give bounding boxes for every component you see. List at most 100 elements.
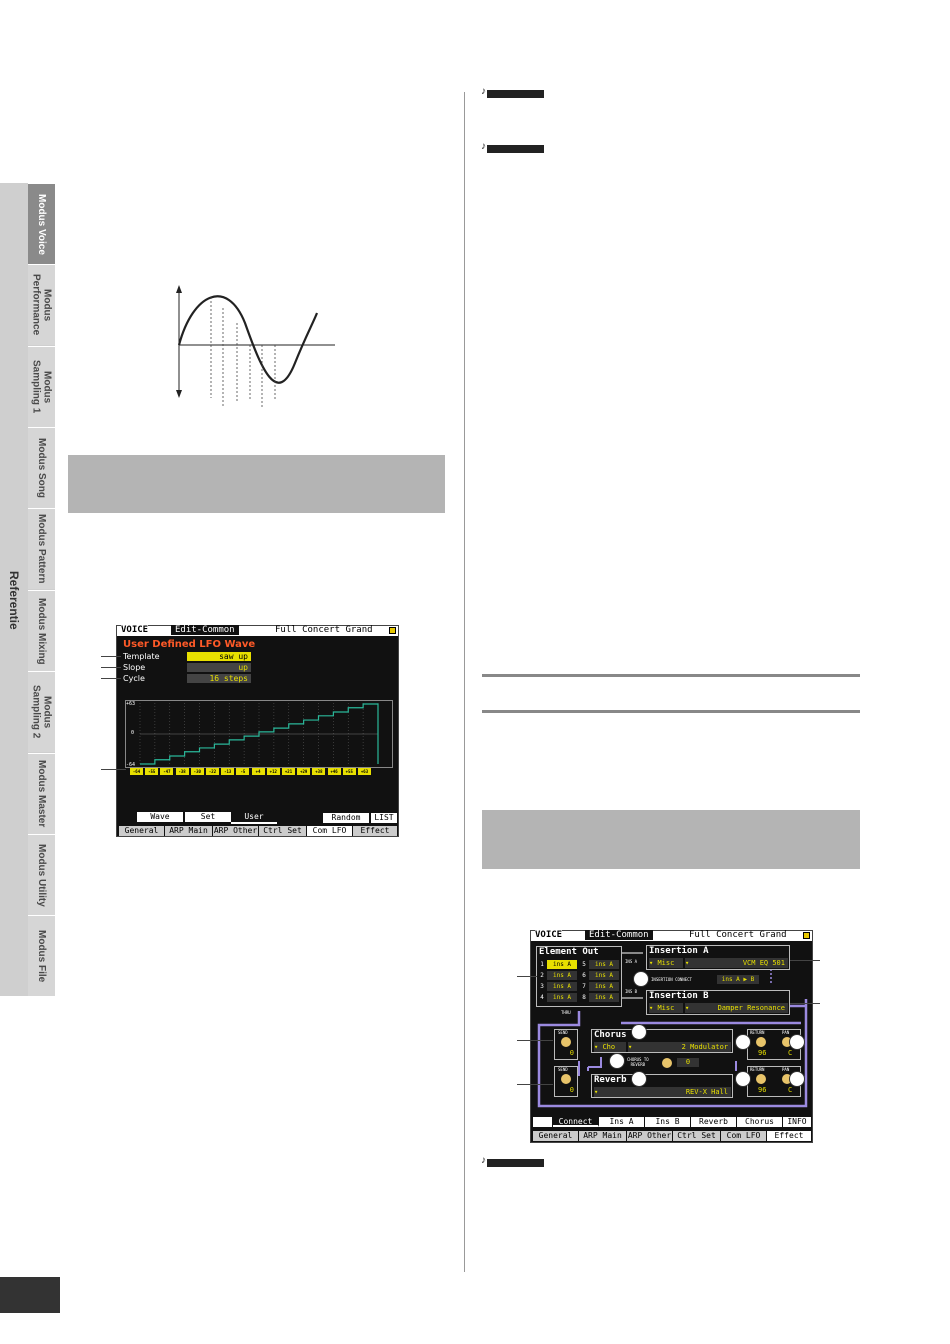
lfo-step-value[interactable]: -30 [190, 768, 204, 775]
lfo-step-value[interactable]: -5 [236, 768, 250, 775]
insertion-b-panel[interactable]: Insertion B ▾ Misc ▾ Damper Resonance [646, 990, 790, 1015]
bottom-tab[interactable]: ARP Main [579, 1131, 627, 1141]
reverb-type[interactable]: ▾ REV-X Hall [594, 1087, 731, 1097]
bottom-tab[interactable]: General [533, 1131, 579, 1141]
mode-tab[interactable]: Modus Master [28, 753, 55, 834]
bottom-tab[interactable]: ARP Main [165, 826, 213, 836]
mode-tab[interactable]: Modus Pattern [28, 508, 55, 589]
knob-icon [782, 1074, 792, 1084]
note-icon [481, 141, 544, 153]
insertion-a-category[interactable]: ▾ Misc [649, 958, 683, 968]
element-number: 6 [582, 972, 586, 979]
voice-name: Full Concert Grand [275, 625, 373, 635]
bottom-tab[interactable]: Com LFO [307, 826, 353, 836]
mode-tab-label: Modus Pattern [36, 514, 47, 584]
effect-sub-tab[interactable]: Ins A [599, 1117, 645, 1127]
lfo-step-value[interactable]: -47 [160, 768, 174, 775]
bottom-tab[interactable]: Ctrl Set [673, 1131, 721, 1141]
section-label: Referentie [7, 570, 21, 630]
element-number: 8 [582, 994, 586, 1001]
element-output-value[interactable]: ins A [547, 960, 577, 969]
lfo-step-value[interactable]: -64 [130, 768, 143, 775]
y-mid-label: 0 [131, 730, 135, 736]
effect-sub-tab[interactable]: INFO [783, 1117, 812, 1127]
insertion-a-title: Insertion A [649, 946, 709, 956]
bottom-tab[interactable]: Effect [767, 1131, 812, 1141]
menu-icon[interactable] [803, 932, 810, 939]
list-button[interactable]: LIST [371, 813, 397, 823]
element-output-value[interactable]: ins A [589, 982, 619, 991]
chorus-type[interactable]: ▾ 2 Modulator [628, 1042, 731, 1052]
element-output-value[interactable]: ins A [589, 960, 619, 969]
mode-tab[interactable]: Modus Sampling 2 [28, 671, 55, 752]
lfo-step-value[interactable]: +46 [327, 768, 341, 775]
section-rule [482, 710, 860, 713]
section-banner [482, 810, 860, 869]
bottom-tab[interactable]: ARP Other [213, 826, 259, 836]
reverb-panel[interactable]: Reverb ▾ REV-X Hall [591, 1074, 733, 1098]
lfo-step-value[interactable]: -38 [175, 768, 189, 775]
insertion-connect-value[interactable]: ins A ▶ B [717, 975, 759, 984]
lfo-step-value[interactable]: +29 [297, 768, 311, 775]
chorus-to-reverb-value[interactable]: 0 [677, 1058, 699, 1067]
ins-b-label: INS B [625, 989, 638, 994]
lfo-step-value[interactable]: -13 [221, 768, 235, 775]
bottom-tab[interactable]: Com LFO [721, 1131, 767, 1141]
effect-sub-tab[interactable]: Ins B [645, 1117, 691, 1127]
section-rule [482, 674, 860, 677]
reverb-return-value: 96 [758, 1086, 767, 1094]
lfo-step-value[interactable]: +55 [342, 768, 356, 775]
lfo-step-value[interactable]: -22 [206, 768, 219, 775]
mode-tab[interactable]: Modus File [28, 915, 55, 996]
lfo-sub-tab[interactable]: Wave [137, 812, 183, 822]
element-output-value[interactable]: ins A [589, 971, 619, 980]
random-button[interactable]: Random [323, 813, 369, 823]
mode-tab[interactable]: Modus Sampling 1 [28, 346, 55, 427]
effect-screen: VOICE Edit-Common Full Concert Grand Ele… [530, 930, 813, 1143]
mode-tab[interactable]: Modus Song [28, 427, 55, 508]
lfo-step-value[interactable]: +12 [266, 768, 280, 775]
reverb-send-panel[interactable]: SEND 0 [554, 1066, 578, 1097]
insertion-b-title: Insertion B [649, 991, 709, 1001]
lfo-step-value[interactable]: -55 [145, 768, 159, 775]
effect-sub-tab[interactable]: Reverb [691, 1117, 737, 1127]
lfo-param-value[interactable]: saw up [187, 652, 251, 661]
mode-tab[interactable]: Modus Mixing [28, 590, 55, 671]
bottom-tab[interactable]: Ctrl Set [259, 826, 307, 836]
element-output-value[interactable]: ins A [547, 993, 577, 1002]
chorus-panel[interactable]: Chorus ▾ Cho ▾ 2 Modulator [591, 1029, 733, 1053]
lfo-param-value[interactable]: 16 steps [187, 674, 251, 683]
lfo-param-value[interactable]: up [187, 663, 251, 672]
chorus-send-panel[interactable]: SEND 0 [554, 1029, 578, 1060]
element-output-value[interactable]: ins A [589, 993, 619, 1002]
bottom-tab[interactable]: Effect [353, 826, 398, 836]
return-label: RETURN [750, 1030, 765, 1035]
lfo-step-value[interactable]: +63 [358, 768, 371, 775]
insertion-a-panel[interactable]: Insertion A ▾ Misc ▾ VCM EQ 501 [646, 945, 790, 970]
element-output-value[interactable]: ins A [547, 971, 577, 980]
bottom-tab[interactable]: General [119, 826, 165, 836]
callout-marker [633, 971, 649, 987]
mode-tab[interactable]: Modus Voice [28, 183, 55, 264]
bottom-tab[interactable]: ARP Other [627, 1131, 673, 1141]
insertion-b-type[interactable]: ▾ Damper Resonance [685, 1003, 788, 1013]
chorus-category[interactable]: ▾ Cho [594, 1042, 626, 1052]
lfo-step-value[interactable]: +38 [312, 768, 326, 775]
lfo-sub-tab[interactable]: Set [185, 812, 231, 822]
lfo-step-value[interactable]: +21 [282, 768, 295, 775]
effect-sub-tab[interactable] [533, 1117, 553, 1127]
y-bottom-label: -64 [126, 762, 136, 768]
mode-tab[interactable]: Modus Performance [28, 264, 55, 345]
element-output-value[interactable]: ins A [547, 982, 577, 991]
lfo-sub-tab[interactable]: User [231, 812, 277, 824]
menu-icon[interactable] [389, 627, 396, 634]
effect-sub-tab[interactable]: Chorus [737, 1117, 783, 1127]
element-number: 1 [540, 961, 544, 968]
effect-routing [537, 952, 808, 1108]
mode-tab[interactable]: Modus Utility [28, 834, 55, 915]
lfo-step-value[interactable]: +4 [251, 768, 265, 775]
effect-sub-tab[interactable]: Connect [553, 1117, 599, 1127]
insertion-a-type[interactable]: ▾ VCM EQ 501 [685, 958, 788, 968]
insertion-b-category[interactable]: ▾ Misc [649, 1003, 683, 1013]
